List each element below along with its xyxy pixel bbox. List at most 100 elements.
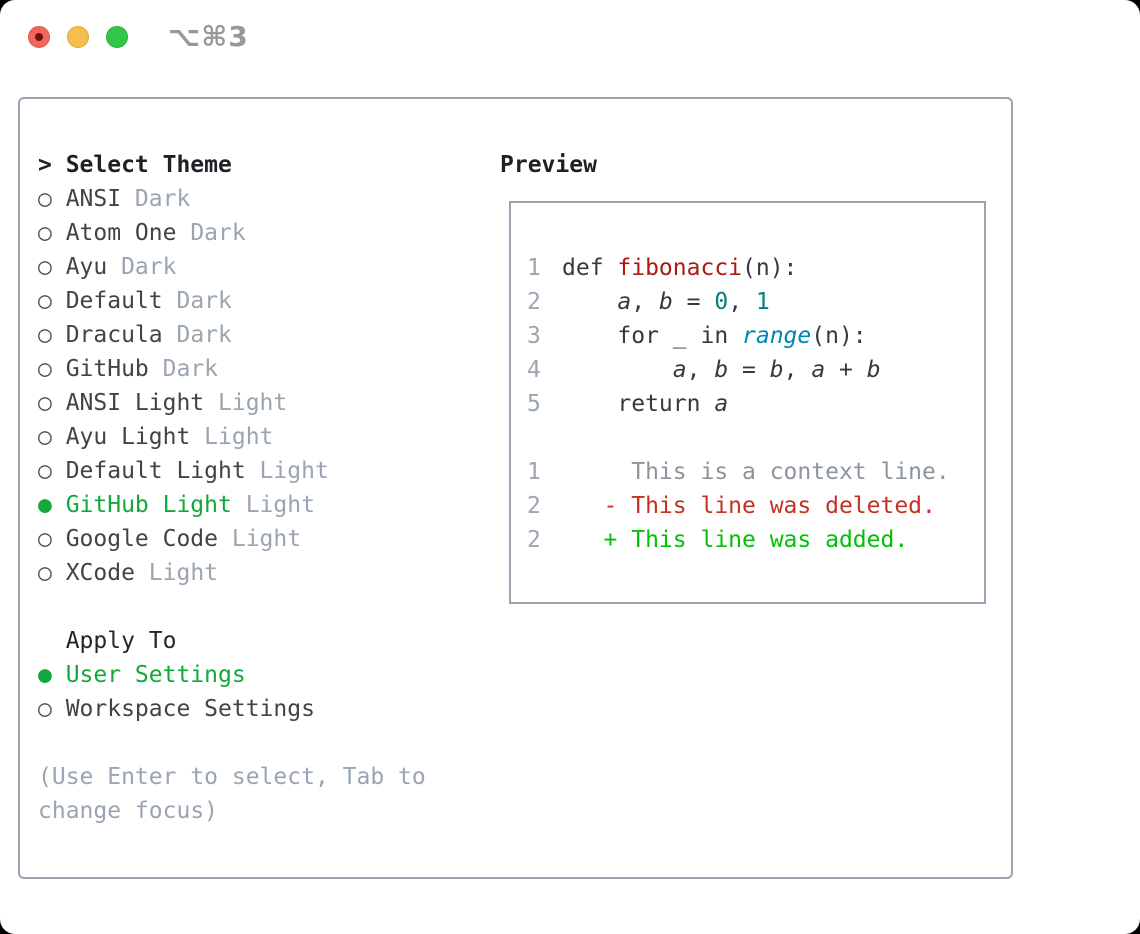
theme-list: ○ANSI Dark○Atom One Dark○Ayu Dark○Defaul… bbox=[38, 182, 426, 590]
radio-selected-icon: ● bbox=[38, 492, 52, 518]
line-number: 5 bbox=[527, 391, 541, 417]
radio-unselected-icon: ○ bbox=[38, 322, 52, 348]
theme-name: Ayu Light bbox=[65, 424, 191, 450]
zoom-button[interactable] bbox=[106, 26, 128, 48]
radio-unselected-icon: ○ bbox=[38, 390, 52, 416]
diff-line-deleted: 2 - This line was deleted. bbox=[527, 489, 984, 523]
line-number: 2 bbox=[527, 493, 541, 519]
apply-to-label: Apply To bbox=[65, 628, 177, 654]
theme-option-google-code[interactable]: ○Google Code Light bbox=[38, 522, 426, 556]
apply-option-name: User Settings bbox=[65, 662, 246, 688]
radio-unselected-icon: ○ bbox=[38, 220, 52, 246]
theme-option-github-light[interactable]: ●GitHub Light Light bbox=[38, 488, 426, 522]
code-token: def bbox=[562, 255, 618, 281]
line-number: 1 bbox=[527, 459, 541, 485]
select-theme-label: Select Theme bbox=[65, 152, 232, 178]
theme-option-ayu[interactable]: ○ Ayu Dark bbox=[38, 250, 426, 284]
theme-variant: Light bbox=[134, 560, 219, 586]
cursor-icon: > bbox=[38, 152, 52, 178]
line-number: 2 bbox=[527, 289, 541, 315]
code-token: a bbox=[811, 357, 826, 383]
apply-option-workspace-settings[interactable]: ○Workspace Settings bbox=[38, 692, 426, 726]
code-token: b bbox=[866, 357, 881, 383]
theme-variant: Dark bbox=[162, 322, 232, 348]
theme-name: ANSI bbox=[65, 186, 122, 212]
diff-line-context: 1 This is a context line. bbox=[527, 455, 984, 489]
code-line: 5 return a bbox=[527, 387, 984, 421]
apply-option-user-settings[interactable]: ●User Settings bbox=[38, 658, 426, 692]
line-number: 4 bbox=[527, 357, 541, 383]
radio-unselected-icon: ○ bbox=[38, 186, 52, 212]
code-token: , bbox=[783, 357, 812, 383]
code-token: for _ in bbox=[562, 323, 743, 349]
code-line: 4 a, b = b, a + b bbox=[527, 353, 984, 387]
theme-variant: Dark bbox=[162, 288, 232, 314]
diff-text: + This line was added. bbox=[562, 527, 909, 553]
theme-option-ansi[interactable]: ○ ANSI Dark bbox=[38, 182, 426, 216]
theme-name: ANSI Light bbox=[65, 390, 205, 416]
code-token: fibonacci bbox=[617, 255, 743, 281]
apply-option-name: Workspace Settings bbox=[65, 696, 315, 722]
code-token: 0 bbox=[714, 289, 729, 315]
radio-unselected-icon: ○ bbox=[38, 458, 52, 484]
theme-name: GitHub bbox=[65, 356, 149, 382]
code-line: 1 def fibonacci(n): bbox=[527, 251, 984, 285]
code-token: a bbox=[617, 289, 632, 315]
radio-unselected-icon: ○ bbox=[38, 356, 52, 382]
code-token bbox=[562, 357, 673, 383]
apply-to-list: ●User Settings○Workspace Settings bbox=[38, 658, 426, 726]
code-token: return bbox=[562, 391, 715, 417]
code-token: 1 bbox=[755, 289, 770, 315]
preview-header: Preview bbox=[500, 152, 597, 178]
code-token: a bbox=[672, 357, 687, 383]
code-token: + bbox=[825, 357, 867, 383]
theme-name: Google Code bbox=[65, 526, 219, 552]
minimize-button[interactable] bbox=[67, 26, 89, 48]
diff-line-added: 2 + This line was added. bbox=[527, 523, 984, 557]
line-number: 1 bbox=[527, 255, 541, 281]
theme-option-xcode[interactable]: ○XCode Light bbox=[38, 556, 426, 590]
theme-option-github[interactable]: ○ GitHub Dark bbox=[38, 352, 426, 386]
help-line: (Use Enter to select, Tab to bbox=[38, 764, 426, 790]
radio-unselected-icon: ○ bbox=[38, 254, 52, 280]
theme-variant: Dark bbox=[148, 356, 219, 382]
code-token: a bbox=[714, 391, 729, 417]
code-token: (n): bbox=[742, 255, 798, 281]
titlebar bbox=[28, 26, 128, 48]
close-button[interactable] bbox=[28, 26, 50, 48]
theme-option-ansi-light[interactable]: ○ANSI Light Light bbox=[38, 386, 426, 420]
code-token: , bbox=[728, 289, 756, 315]
radio-unselected-icon: ○ bbox=[38, 560, 52, 586]
code-token: = bbox=[728, 357, 770, 383]
code-line: 3 for _ in range(n): bbox=[527, 319, 984, 353]
code-line: 2 a, b = 0, 1 bbox=[527, 285, 984, 319]
code-token: (n): bbox=[811, 323, 867, 349]
theme-picker-panel: >Select Theme ○ANSI Dark○Atom One Dark○A… bbox=[18, 97, 1013, 879]
theme-variant: Light bbox=[190, 424, 274, 450]
theme-variant: Light bbox=[231, 492, 315, 518]
theme-option-default-light[interactable]: ○Default Light Light bbox=[38, 454, 426, 488]
diff-text: - This line was deleted. bbox=[562, 493, 936, 519]
radio-unselected-icon: ○ bbox=[38, 424, 52, 450]
theme-name: Dracula bbox=[65, 322, 163, 348]
theme-option-dracula[interactable]: ○ Dracula Dark bbox=[38, 318, 426, 352]
radio-unselected-icon: ○ bbox=[38, 288, 52, 314]
theme-picker: >Select Theme ○ANSI Dark○Atom One Dark○A… bbox=[38, 148, 426, 828]
line-number: 3 bbox=[527, 323, 541, 349]
theme-name: Ayu bbox=[65, 254, 108, 280]
code-token: , bbox=[631, 289, 659, 315]
theme-variant: Dark bbox=[121, 186, 191, 212]
theme-name: Default Light bbox=[65, 458, 246, 484]
radio-unselected-icon: ○ bbox=[38, 526, 52, 552]
theme-option-default[interactable]: ○ Default Dark bbox=[38, 284, 426, 318]
theme-name: Default bbox=[65, 288, 163, 314]
theme-option-atom-one[interactable]: ○Atom One Dark bbox=[38, 216, 426, 250]
theme-variant: Dark bbox=[107, 254, 177, 280]
diff-text: This is a context line. bbox=[562, 459, 950, 485]
code-token: b bbox=[769, 357, 784, 383]
theme-option-ayu-light[interactable]: ○ Ayu Light Light bbox=[38, 420, 426, 454]
theme-variant: Dark bbox=[176, 220, 246, 246]
